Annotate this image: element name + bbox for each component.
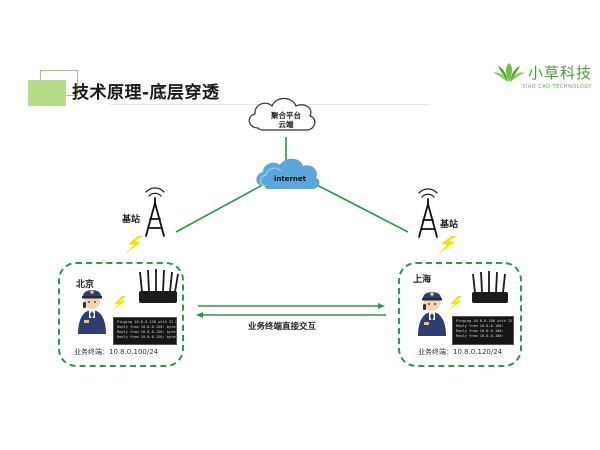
signal-bolt-right	[437, 236, 457, 255]
terminal-line: Reply from 10.8.0.120: bytes=3	[117, 325, 177, 329]
signal-bolt-shanghai	[447, 296, 462, 312]
base-station-label-left: 基站	[122, 215, 141, 225]
logo-subtitle: XIAO CAO TECHNOLOGY	[522, 84, 592, 90]
cloud-platform-line-2: 云端	[278, 120, 294, 129]
city-label-shanghai: 上海	[413, 275, 432, 285]
cloud-platform-label: 聚合平台 云端	[264, 111, 308, 129]
base-station-label-right: 基站	[440, 220, 459, 230]
arrow-left-head	[196, 312, 203, 318]
terminal-label-shanghai: 业务终端：10.8.0.120/24	[418, 348, 503, 356]
terminal-window-shanghai: Pinging 10.8.0.100 with 32 Reply from 10…	[452, 316, 514, 345]
user-avatar-shanghai	[418, 292, 446, 336]
user-avatar-beijing	[78, 290, 106, 334]
city-label-beijing: 北京	[76, 280, 95, 290]
leaf-logo-icon	[493, 63, 525, 82]
region-beijing	[58, 262, 184, 367]
terminal-line: Reply from 10.8.0.120: bytes=3	[117, 330, 177, 334]
internet-label: internet	[273, 175, 306, 183]
logo-name: 小草科技	[528, 64, 593, 82]
terminal-line: Pinging 10.8.0.100 with 32	[456, 319, 513, 323]
base-station-tower-right	[418, 188, 438, 238]
title-decoration-fill	[28, 80, 66, 106]
page-title: 技术原理-底层穿透	[72, 83, 220, 103]
cloud-platform-line-1: 聚合平台	[271, 111, 301, 120]
signal-bolt-left	[124, 236, 143, 255]
platform-cloud-icon	[248, 97, 316, 131]
interaction-label: 业务终端直接交互	[248, 322, 317, 332]
internet-cloud-icon	[256, 158, 320, 189]
terminal-line: Reply from 10.8.0.120: bytes=3	[117, 335, 177, 339]
region-shanghai	[398, 262, 522, 367]
company-logo: 小草科技 XIAO CAO TECHNOLOGY	[492, 60, 592, 96]
router-icon-shanghai	[472, 271, 508, 303]
terminal-label-beijing: 业务终端：10.8.0.100/24	[74, 348, 159, 356]
terminal-line: Reply from 10.8.0.100:	[456, 334, 504, 338]
terminal-line: Reply from 10.8.0.100:	[456, 324, 504, 328]
link-internet-shanghai	[314, 183, 409, 233]
terminal-line: Pinging 10.8.0.120 with 32 bytes	[117, 320, 176, 324]
title-block: 技术原理-底层穿透	[28, 70, 248, 110]
link-beijing-internet	[175, 181, 269, 233]
arrow-right-head	[378, 303, 385, 309]
terminal-window-beijing: Pinging 10.8.0.120 with 32 bytes Reply f…	[113, 317, 177, 345]
base-station-tower-left	[145, 187, 165, 237]
signal-bolt-beijing	[111, 296, 126, 312]
terminal-line: Reply from 10.8.0.100:	[456, 329, 504, 333]
